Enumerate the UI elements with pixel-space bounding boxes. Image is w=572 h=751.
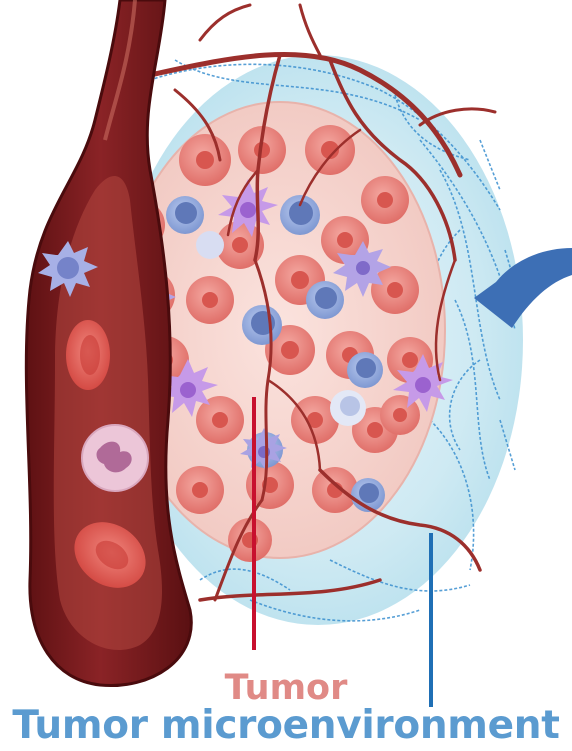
tumor-cell bbox=[176, 466, 224, 514]
tumor-cell bbox=[312, 467, 358, 513]
lymphocyte bbox=[166, 196, 204, 234]
lymphocyte bbox=[196, 231, 224, 259]
tumor-cell bbox=[196, 396, 244, 444]
tumor-cell bbox=[305, 125, 355, 175]
tumor-cell bbox=[228, 518, 272, 562]
neutrophil bbox=[82, 425, 148, 491]
tumor-cell bbox=[186, 276, 234, 324]
tumor-label: Tumor bbox=[0, 668, 572, 708]
lymphocyte bbox=[306, 281, 344, 319]
tumor-cell bbox=[361, 176, 409, 224]
lymphocyte bbox=[242, 305, 282, 345]
microenvironment-label: Tumor microenvironment bbox=[0, 703, 572, 748]
tumor-cell bbox=[179, 134, 231, 186]
lymphocyte bbox=[347, 352, 383, 388]
tumor-cell bbox=[371, 266, 419, 314]
lymphocyte bbox=[280, 195, 320, 235]
lymphocyte bbox=[330, 390, 366, 426]
red-blood-cell bbox=[66, 320, 110, 390]
